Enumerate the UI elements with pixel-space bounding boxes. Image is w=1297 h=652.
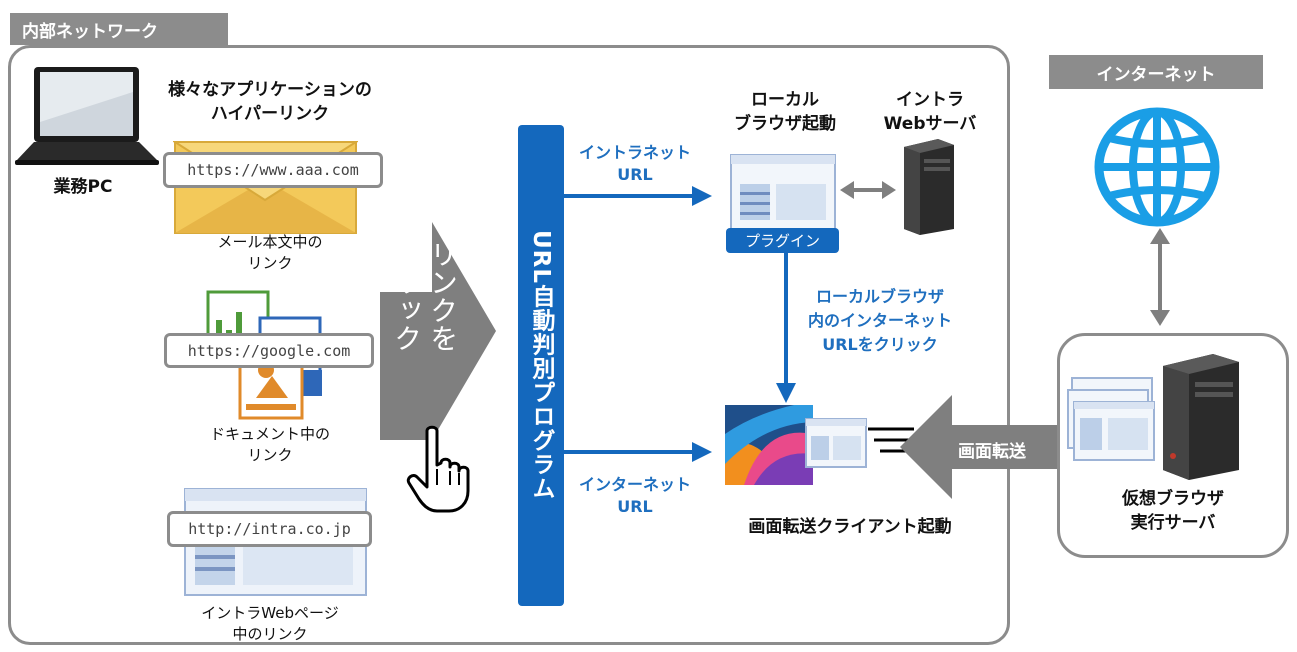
browser-window-icon	[730, 154, 836, 232]
stacked-windows-icon	[1067, 377, 1155, 461]
globe-icon	[1094, 107, 1220, 227]
client-window-icon	[805, 418, 867, 468]
mail-url-box[interactable]: https://www.aaa.com	[163, 152, 383, 188]
url-program-bar: URL自動判別プログラム	[518, 125, 564, 606]
document-link-caption: ドキュメント中の リンク	[209, 425, 330, 464]
document-url-box[interactable]: https://google.com	[164, 333, 374, 368]
bidirectional-arrow-icon	[840, 181, 896, 199]
click-arrow-icon	[380, 222, 496, 440]
internet-bidirectional-arrow	[1150, 228, 1170, 326]
intra-url-box[interactable]: http://intra.co.jp	[167, 511, 372, 547]
intra-web-server-label: イントラ Webサーバ	[883, 90, 977, 134]
local-click-arrow	[776, 253, 796, 403]
virtual-server-label: 仮想ブラウザ 実行サーバ	[1122, 489, 1224, 533]
local-click-label: ローカルブラウザ 内のインターネット URLをクリック	[807, 287, 952, 354]
click-arrow-text: リンクを クリック	[390, 240, 459, 352]
transfer-label: 画面転送	[958, 442, 1026, 462]
intranet-arrow	[564, 186, 712, 206]
hand-pointer-icon	[406, 425, 470, 513]
internal-network-frame	[8, 45, 1010, 645]
internet-url-label: インターネット URL	[578, 475, 691, 516]
client-label: 画面転送クライアント起動	[748, 517, 952, 537]
intranet-url-label: イントラネット URL	[578, 143, 691, 184]
intra-link-caption: イントラWebページ 中のリンク	[201, 604, 339, 643]
mail-link-caption: メール本文中の リンク	[217, 233, 323, 272]
virtual-server-icon	[1163, 354, 1239, 480]
internet-arrow	[564, 442, 712, 462]
local-browser-label: ローカル ブラウザ起動	[734, 90, 836, 134]
pc-label: 業務PC	[53, 177, 113, 197]
client-app-icon	[725, 405, 813, 485]
laptop-icon	[15, 67, 159, 165]
transfer-arrow-icon	[900, 395, 1078, 499]
plugin-badge: プラグイン	[726, 228, 839, 253]
internal-network-tag: 内部ネットワーク	[10, 13, 228, 45]
apps-title: 様々なアプリケーションの ハイパーリンク	[168, 80, 372, 124]
server-icon	[904, 139, 954, 235]
internet-tag: インターネット	[1049, 55, 1263, 89]
